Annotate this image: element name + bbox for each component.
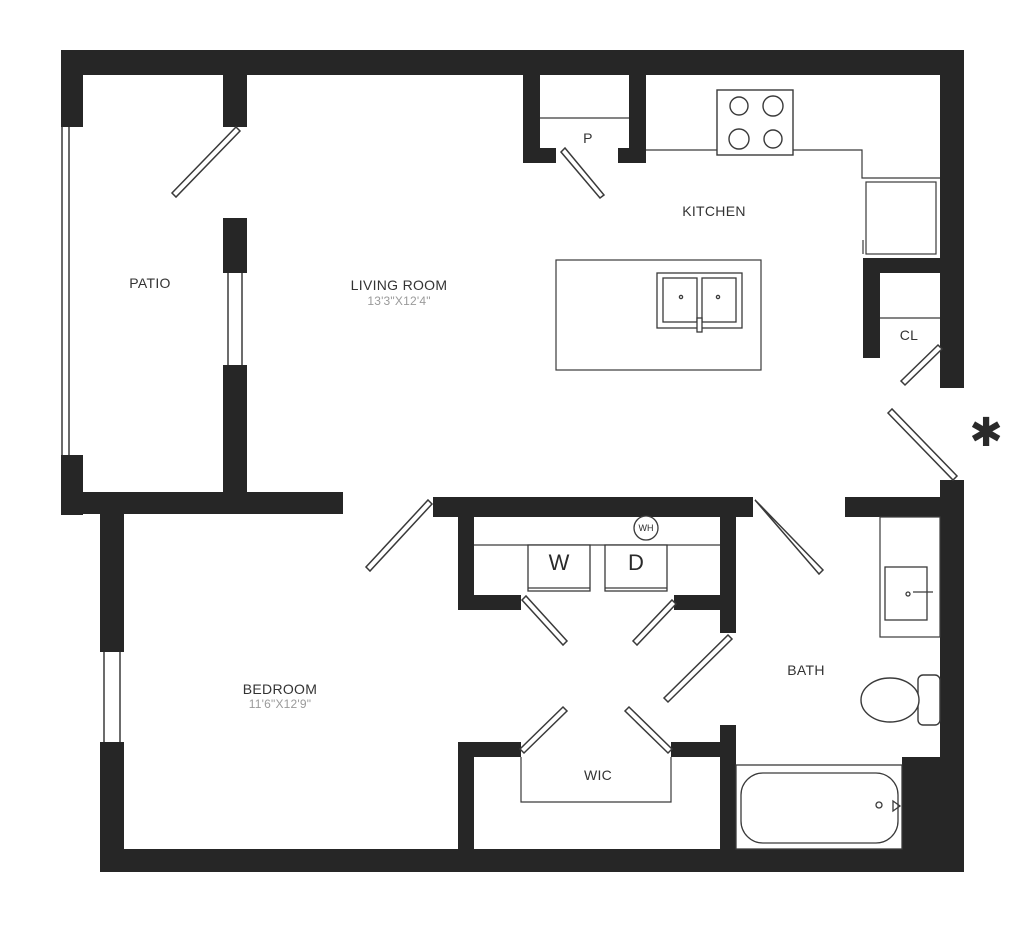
bath-sink-icon [884,566,933,621]
doors [170,125,959,755]
room-label-kitchen: KITCHEN [682,203,746,219]
washer-label: W [548,550,570,575]
room-label-living-room: LIVING ROOM [350,277,448,293]
dryer-label: D [628,550,644,575]
walls [61,50,964,872]
dimensions-living-room: 13'3"X12'4" [367,294,431,308]
room-label-bedroom: BEDROOM [242,681,318,697]
bathtub-icon [735,764,903,850]
toilet-icon [860,674,941,726]
room-label-bath: BATH [787,662,825,678]
entry-marker-icon: ✱ [969,411,1003,455]
water-heater-label: WH [638,523,654,533]
room-label-closet: CL [899,327,919,343]
stove-icon [716,89,794,156]
room-label-wic: WIC [583,767,613,783]
windows [61,127,243,742]
room-label-patio: PATIO [129,275,171,291]
room-label-pantry: P [583,130,593,146]
kitchen-sink-icon [656,272,743,333]
dimensions-bedroom: 11'6"X12'9" [248,697,312,711]
washer-dryer-icon [527,515,668,592]
cabinetry [474,117,941,803]
